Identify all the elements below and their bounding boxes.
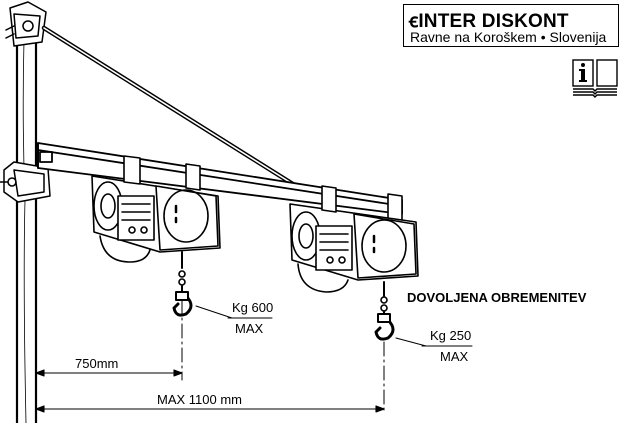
load-2-weight: Kg 250 bbox=[430, 328, 472, 343]
hook-1 bbox=[172, 285, 193, 317]
load-leaders bbox=[195, 305, 473, 347]
hoist-unit-2 bbox=[289, 185, 419, 312]
brand-name: INTER DISKONT bbox=[418, 11, 569, 32]
mast-pole bbox=[15, 8, 38, 423]
diagram-title: DOVOLJENA OBREMENITEV bbox=[407, 290, 587, 305]
information-manual-icon bbox=[572, 59, 618, 98]
load-1-limit: MAX bbox=[235, 321, 264, 336]
load-2-limit: MAX bbox=[440, 349, 469, 364]
tension-rod bbox=[41, 25, 315, 199]
dimension-long-label: MAX 1100 mm bbox=[157, 392, 243, 407]
brand-location: Ravne na Koroškem • Slovenija bbox=[410, 29, 607, 45]
load-1-weight: Kg 600 bbox=[232, 300, 274, 315]
dimension-short-label: 750mm bbox=[75, 356, 119, 371]
dimension-guides bbox=[181, 299, 385, 413]
c-logo-mark-icon: ꞓ bbox=[409, 11, 419, 32]
hook-2 bbox=[374, 311, 395, 341]
hoist-unit-1 bbox=[91, 155, 221, 286]
lower-clamp bbox=[0, 161, 51, 203]
brand-box: ꞓINTER DISKONT Ravne na Koroškem • Slove… bbox=[403, 4, 619, 47]
top-clamp bbox=[5, 1, 47, 47]
dimension-arrows bbox=[35, 369, 385, 413]
brand-name-row: ꞓINTER DISKONT bbox=[409, 7, 569, 33]
